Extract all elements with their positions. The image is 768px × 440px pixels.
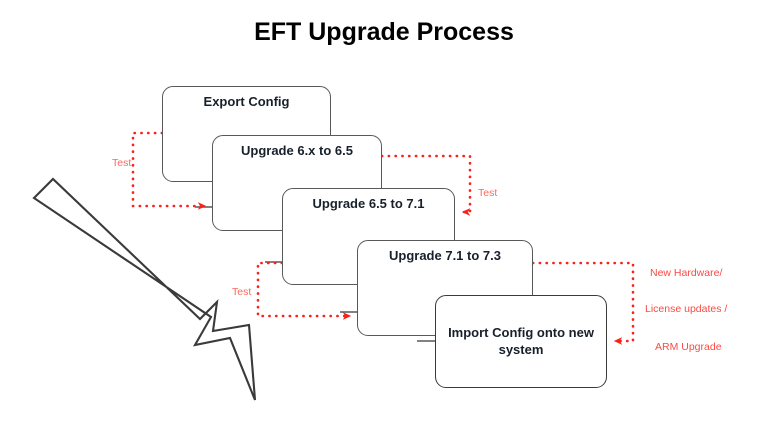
feedback-arrow-1 xyxy=(131,131,207,210)
node-label: Upgrade 6.5 to 7.1 xyxy=(312,196,425,211)
note-license-updates: License updates / xyxy=(645,303,728,315)
node-label: Export Config xyxy=(203,94,290,109)
note-arm-upgrade: ARM Upgrade xyxy=(655,341,722,353)
page-title: EFT Upgrade Process xyxy=(254,18,514,46)
feedback-arrow-3 xyxy=(256,261,352,320)
node-label: Upgrade 7.1 to 7.3 xyxy=(389,248,501,263)
node-import-config[interactable]: Import Config onto new system xyxy=(435,295,607,388)
note-new-hardware: New Hardware/ xyxy=(650,267,723,279)
test-label-3: Test xyxy=(232,286,252,298)
node-label: Import Config onto new system xyxy=(448,325,594,357)
feedback-arrow-2 xyxy=(380,154,472,216)
direction-arrow-icon xyxy=(32,177,257,401)
feedback-loops xyxy=(131,131,635,345)
node-label: Upgrade 6.x to 6.5 xyxy=(241,143,353,158)
test-label-1: Test xyxy=(112,157,132,169)
test-label-2: Test xyxy=(478,187,498,199)
